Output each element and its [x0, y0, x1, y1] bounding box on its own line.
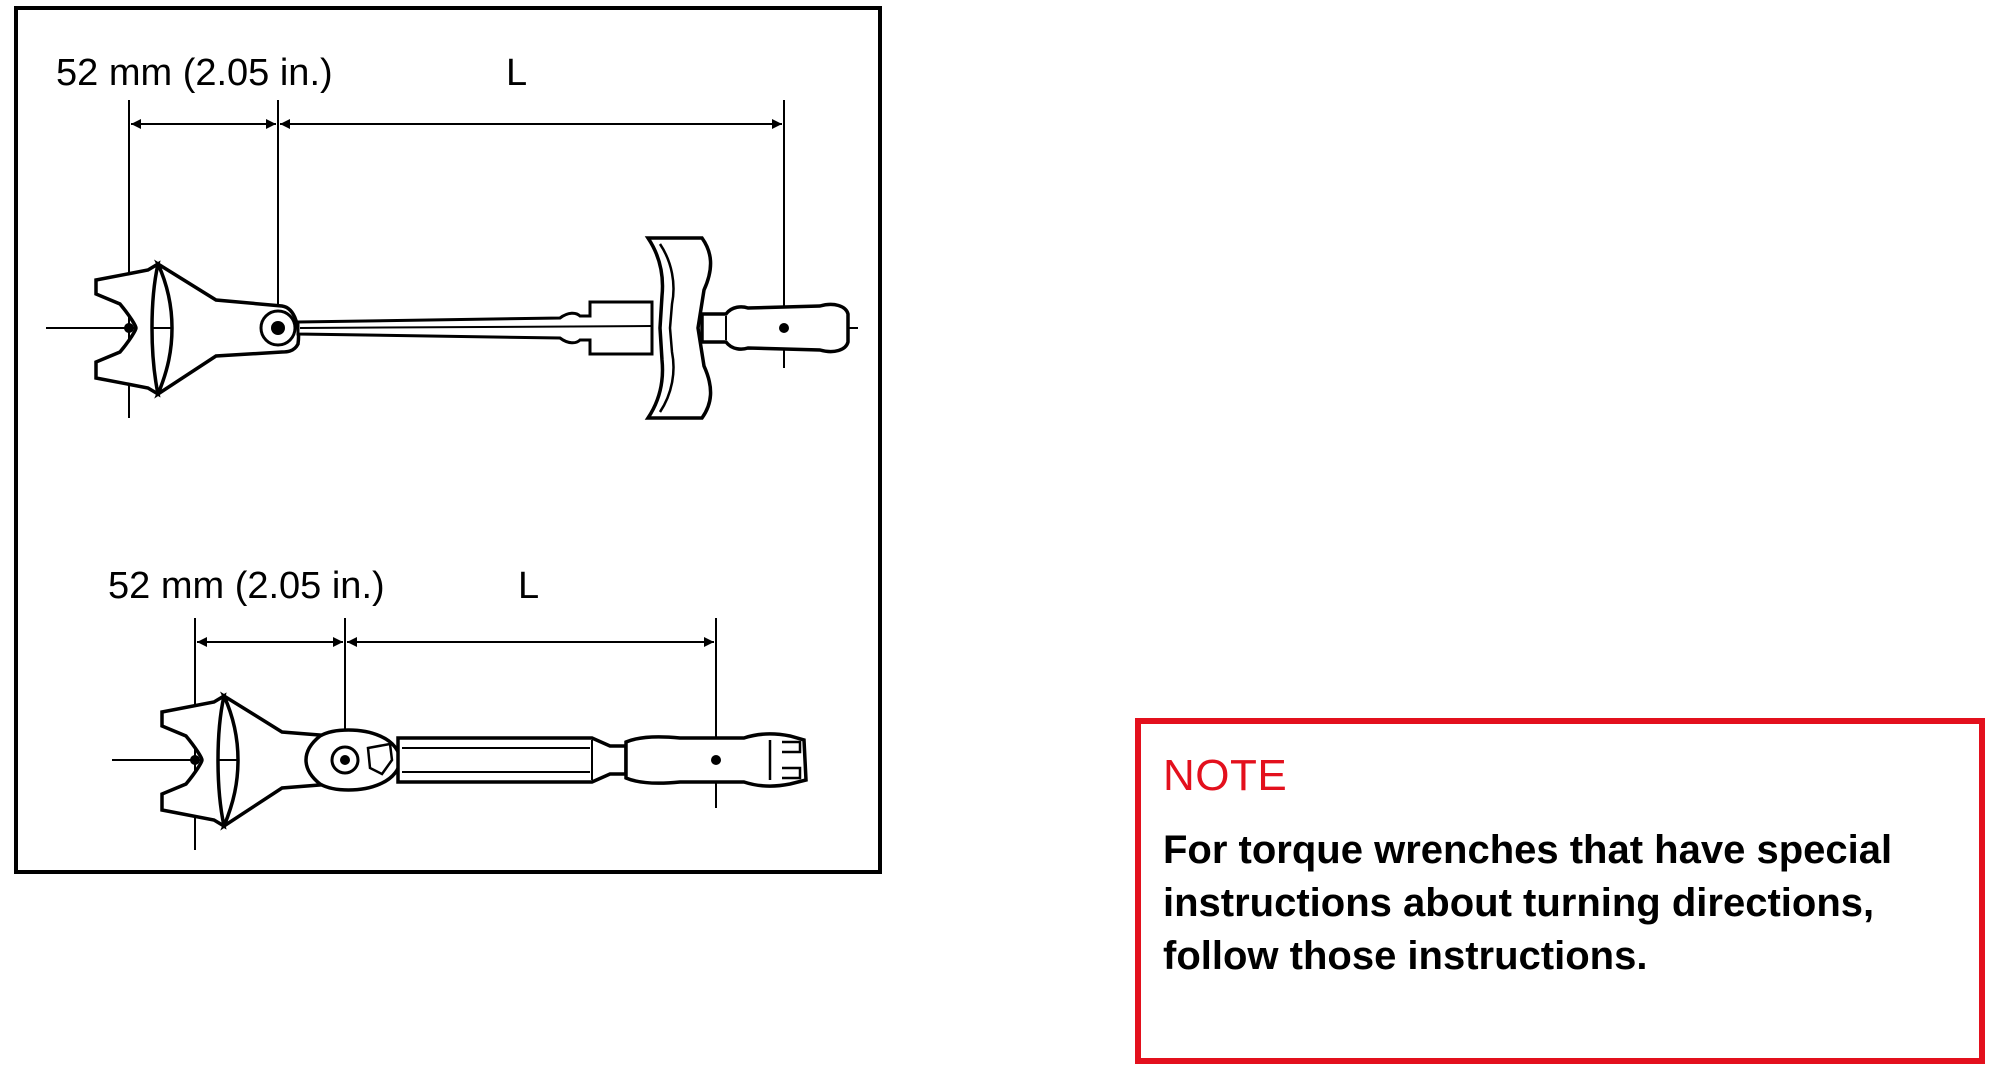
note-box: NOTE For torque wrenches that have speci… [1135, 718, 1985, 1064]
bottom-crowfoot-arm [220, 691, 334, 831]
top-offset-label: 52 mm (2.05 in.) [56, 52, 333, 94]
bottom-length-label: L [518, 565, 539, 607]
top-length-label: L [506, 52, 527, 94]
bottom-wrench-group [112, 618, 808, 850]
bottom-head-center-dot [190, 755, 200, 765]
top-head-center-dot [124, 323, 134, 333]
bottom-handle-center-dot [711, 755, 721, 765]
top-scale-plate-face [658, 243, 675, 413]
note-body: For torque wrenches that have special in… [1163, 828, 1893, 978]
top-pivot-inner [271, 321, 285, 335]
bottom-handle-end-cap [768, 740, 802, 780]
bottom-crowfoot-head [160, 692, 227, 830]
bottom-offset-label: 52 mm (2.05 in.) [108, 565, 385, 607]
top-beam-inner-line [299, 325, 653, 329]
bottom-ratchet-switch [366, 742, 394, 776]
top-crowfoot-head [94, 260, 161, 398]
diagram-frame [14, 6, 882, 874]
top-handle [700, 302, 850, 354]
top-scale-plate [644, 236, 713, 420]
top-handle-center-dot [779, 323, 789, 333]
note-title: NOTE [1163, 751, 1288, 800]
bottom-ratchet-center-dot [340, 755, 350, 765]
top-wrench-group [46, 100, 858, 420]
